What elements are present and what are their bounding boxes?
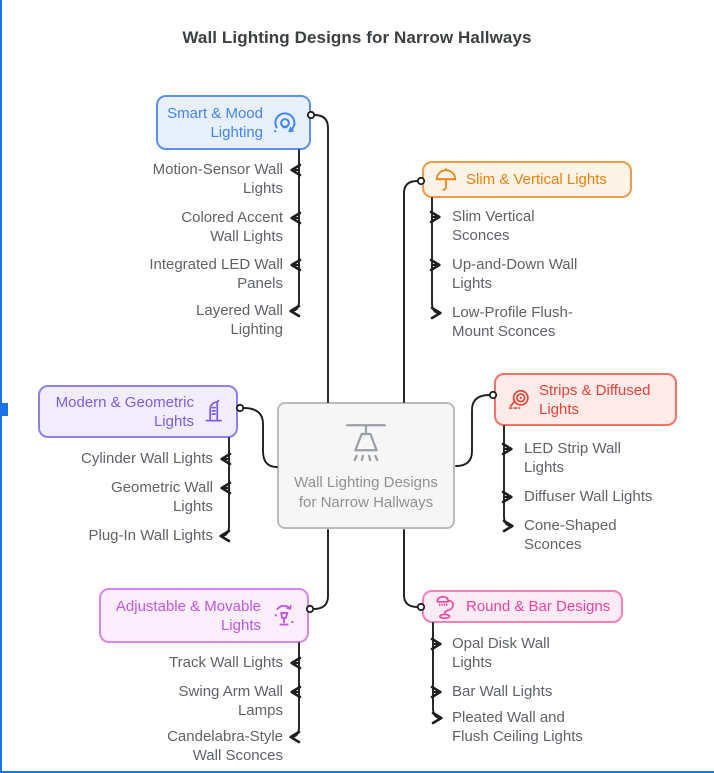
subitem-plug-in-wall-lights: Plug-In Wall Lights xyxy=(88,527,214,544)
center-node-label: Wall Lighting Designs for Narrow Hallway… xyxy=(294,473,438,511)
subitem-integrated-led-wall-panels: Integrated LED Wall Panels xyxy=(149,256,283,292)
branch-modern-geometric-lights[interactable]: Modern & Geometric Lights xyxy=(38,385,238,438)
subitem-cone-shaped-sconces: Cone-Shaped Sconces xyxy=(524,517,617,553)
curved-lamp-icon xyxy=(433,594,459,620)
diagram-title: Wall Lighting Designs for Narrow Hallway… xyxy=(182,28,532,47)
subitem-slim-vertical-sconces: Slim Vertical Sconces xyxy=(452,208,535,244)
branch-strips-diffused-lights[interactable]: Strips & Diffused Lights xyxy=(494,373,677,426)
led-strip-roll-icon xyxy=(505,386,532,413)
subitem-pleated-wall-flush-ceiling-lights: Pleated Wall and Flush Ceiling Lights xyxy=(452,709,583,745)
branch-label: Round & Bar Designs xyxy=(466,598,611,615)
subitem-diffuser-wall-lights: Diffuser Wall Lights xyxy=(524,488,653,505)
modern-tower-icon xyxy=(201,399,227,425)
branch-adjustable-movable-lights[interactable]: Adjustable & Movable Lights xyxy=(99,588,309,643)
subitem-layered-wall-lighting: Layered Wall Lighting xyxy=(196,302,283,338)
pane-left-border xyxy=(0,0,2,773)
subitem-opal-disk-wall-lights: Opal Disk Wall Lights xyxy=(452,635,550,671)
subitem-up-and-down-wall-lights: Up-and-Down Wall Lights xyxy=(452,256,578,292)
subitem-led-strip-wall-lights: LED Strip Wall Lights xyxy=(524,440,621,476)
umbrella-lamp-icon xyxy=(433,167,459,193)
branch-smart-mood-lighting[interactable]: Smart & Mood Lighting xyxy=(156,95,311,150)
adjustable-lamp-icon xyxy=(268,601,298,631)
subitem-cylinder-wall-lights: Cylinder Wall Lights xyxy=(81,450,213,467)
branch-label: Smart & Mood Lighting xyxy=(167,104,263,141)
subitem-geometric-wall-lights: Geometric Wall Lights xyxy=(111,479,213,515)
smart-bulb-icon xyxy=(270,108,300,138)
subitem-motion-sensor-wall-lights: Motion-Sensor Wall Lights xyxy=(152,161,283,197)
subitem-swing-arm-wall-lamps: Swing Arm Wall Lamps xyxy=(178,683,283,719)
subitem-colored-accent-wall-lights: Colored Accent Wall Lights xyxy=(181,209,283,245)
subitem-track-wall-lights: Track Wall Lights xyxy=(169,654,283,671)
branch-label: Adjustable & Movable Lights xyxy=(115,597,261,634)
subitem-bar-wall-lights: Bar Wall Lights xyxy=(452,683,553,700)
pendant-lamp-icon xyxy=(335,419,397,469)
center-node[interactable]: Wall Lighting Designs for Narrow Hallway… xyxy=(277,402,455,529)
branch-label: Strips & Diffused Lights xyxy=(539,381,651,418)
branch-round-bar-designs[interactable]: Round & Bar Designs xyxy=(422,590,623,623)
pane-resize-handle-icon[interactable] xyxy=(0,403,8,416)
subitem-candelabra-style-wall-sconces: Candelabra-Style Wall Sconces xyxy=(167,728,283,764)
subitem-low-profile-flush-mount-sconces: Low-Profile Flush- Mount Sconces xyxy=(452,304,573,340)
branch-label: Modern & Geometric Lights xyxy=(55,393,194,430)
pane-bottom-border xyxy=(0,771,714,773)
branch-slim-vertical-lights[interactable]: Slim & Vertical Lights xyxy=(422,161,632,198)
branch-label: Slim & Vertical Lights xyxy=(466,171,607,188)
